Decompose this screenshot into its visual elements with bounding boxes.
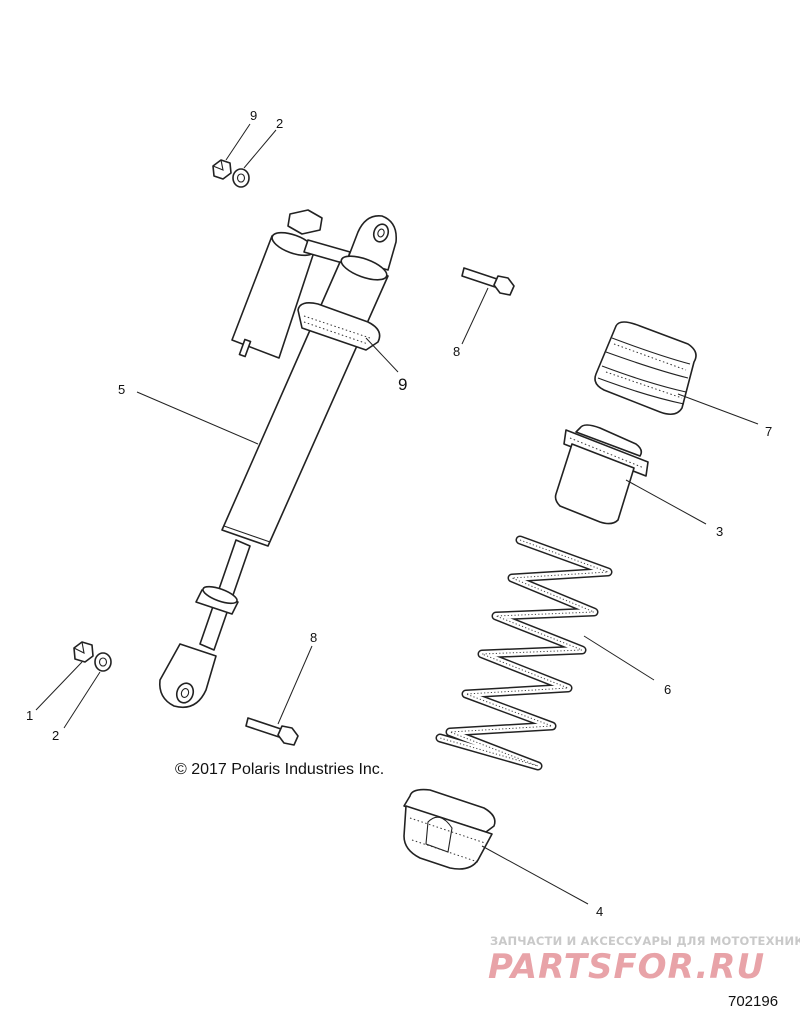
copyright-text: © 2017 Polaris Industries Inc. xyxy=(175,761,384,778)
leader-bolt-8-top xyxy=(461,287,489,345)
callout-cup-3: 3 xyxy=(716,524,723,539)
left-washer-part xyxy=(94,652,112,672)
leader-top-2 xyxy=(243,129,277,169)
callout-spring-6: 6 xyxy=(664,682,671,697)
leader-bolt-8-bottom xyxy=(277,645,313,725)
leader-left-2 xyxy=(63,671,101,729)
leader-retainer-4 xyxy=(481,845,589,905)
callout-retainer-4: 4 xyxy=(596,904,603,919)
callout-bolt-8-bottom: 8 xyxy=(310,630,317,645)
callout-left-2: 2 xyxy=(52,728,59,743)
leader-top-9 xyxy=(225,123,251,161)
jounce-bumper-part xyxy=(594,321,697,416)
top-nut-part xyxy=(212,159,232,180)
top-washer-part xyxy=(232,168,250,188)
callout-left-1: 1 xyxy=(26,708,33,723)
bolt-bottom-part xyxy=(245,717,299,746)
drawing-number: 702196 xyxy=(728,993,778,1010)
coil-spring-part xyxy=(435,535,613,771)
callout-shock-5: 5 xyxy=(118,382,125,397)
callout-top-9: 9 xyxy=(250,108,257,123)
callout-bolt-8-top: 8 xyxy=(453,344,460,359)
leader-cup-3 xyxy=(625,479,707,525)
spring-cup-part xyxy=(554,424,649,525)
shock-absorber-part xyxy=(158,209,398,709)
leader-left-1 xyxy=(35,661,83,711)
callout-shock-9: 9 xyxy=(398,375,407,394)
spring-retainer-part xyxy=(403,788,496,870)
left-nut-part xyxy=(73,641,94,663)
leader-bumper-7 xyxy=(677,393,759,425)
callout-bumper-7: 7 xyxy=(765,424,772,439)
callout-top-2: 2 xyxy=(276,116,283,131)
leader-shock-9 xyxy=(365,337,399,373)
watermark-brand: PARTSFOR.RU xyxy=(488,947,765,987)
leader-shock-5 xyxy=(136,391,259,445)
bolt-top-part xyxy=(461,267,515,296)
watermark-tagline: ЗАПЧАСТИ И АКСЕССУАРЫ ДЛЯ МОТОТЕХНИКИ xyxy=(490,934,800,948)
leader-spring-6 xyxy=(583,635,655,681)
